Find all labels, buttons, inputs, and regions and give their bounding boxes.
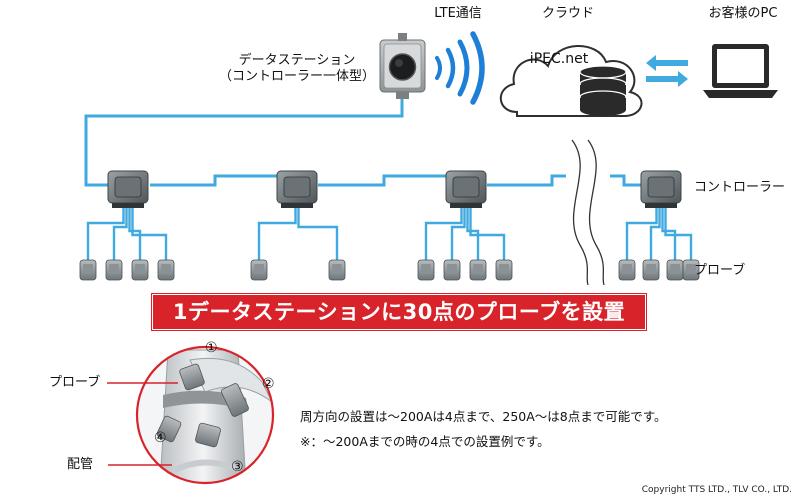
summary-banner: 1データステーションに30点のプローブを設置	[152, 294, 646, 330]
probe-label: プローブ	[694, 263, 746, 278]
probe-wire	[424, 205, 463, 260]
install-note: 周方向の設置は～200Aは4点まで、250A～は8点まで可能です。	[300, 409, 667, 424]
probe-face	[646, 264, 656, 274]
probe-wire	[86, 205, 125, 260]
laptop-icon	[703, 44, 778, 98]
probe-wire	[466, 205, 480, 260]
copyright-text: Copyright TTS LTD., TLV CO., LTD.	[641, 485, 792, 495]
probe-face	[161, 264, 171, 274]
pc-label: お客様のPC	[708, 6, 778, 21]
data-station-device	[379, 33, 426, 99]
database-icon	[579, 65, 627, 116]
install-footnote: ※：～200Aまでの時の4点での設置例です。	[300, 434, 550, 449]
position-marker-3: ③	[231, 459, 244, 475]
probe-wire	[664, 205, 693, 260]
probe-wire	[297, 205, 339, 260]
controller-link-wire	[150, 174, 277, 187]
cloud-service-name: iPEC.net	[529, 51, 589, 67]
controller-connector	[112, 203, 144, 208]
probe-wire	[649, 205, 661, 260]
data-station-sublabel: （コントローラー一体型）	[218, 69, 376, 84]
controller-face	[647, 176, 675, 198]
controller-face	[452, 176, 480, 198]
probe-face	[254, 264, 264, 274]
position-marker-2: ②	[262, 376, 275, 392]
controller-face	[283, 176, 311, 198]
detail-pipe-label: 配管	[67, 457, 94, 472]
pipe-detail-illustration	[107, 345, 275, 485]
probe-wire	[661, 205, 677, 260]
probe-face	[499, 264, 509, 274]
probe-wire	[450, 205, 466, 260]
probe-face	[686, 264, 696, 274]
controller-link-wire	[487, 174, 566, 187]
probe-face	[421, 264, 431, 274]
controller-link-wire	[610, 174, 641, 187]
controller-label: コントローラー	[694, 180, 786, 195]
probe-wire	[112, 205, 128, 260]
probe-wire	[469, 205, 506, 260]
probe-face	[83, 264, 93, 274]
probe-face	[473, 264, 483, 274]
controller-network	[79, 99, 700, 281]
lte-label: LTE通信	[434, 6, 482, 21]
probe-face	[135, 264, 145, 274]
data-station-label: データステーション	[238, 53, 356, 68]
controller-connector	[450, 203, 482, 208]
probe-face	[447, 264, 457, 274]
probe-face	[670, 264, 680, 274]
controller-connector	[281, 203, 313, 208]
probe-wire	[257, 205, 297, 260]
probe-face	[622, 264, 632, 274]
probe-face	[109, 264, 119, 274]
probe-wire	[625, 205, 658, 260]
probe-wire	[128, 205, 142, 260]
sync-arrows-icon	[646, 55, 688, 87]
position-marker-4: ④	[154, 430, 167, 446]
detail-probe-label: プローブ	[49, 375, 101, 390]
trunk-wire	[84, 99, 404, 187]
position-marker-1: ①	[205, 340, 218, 356]
continuation-break-mark	[571, 139, 605, 286]
controller-connector	[645, 203, 677, 208]
probe-wire	[131, 205, 168, 260]
cloud-title: クラウド	[541, 6, 595, 21]
lte-signal-icon	[435, 31, 485, 105]
controller-face	[114, 176, 142, 198]
controller-link-wire	[318, 174, 446, 187]
probe-face	[332, 264, 342, 274]
